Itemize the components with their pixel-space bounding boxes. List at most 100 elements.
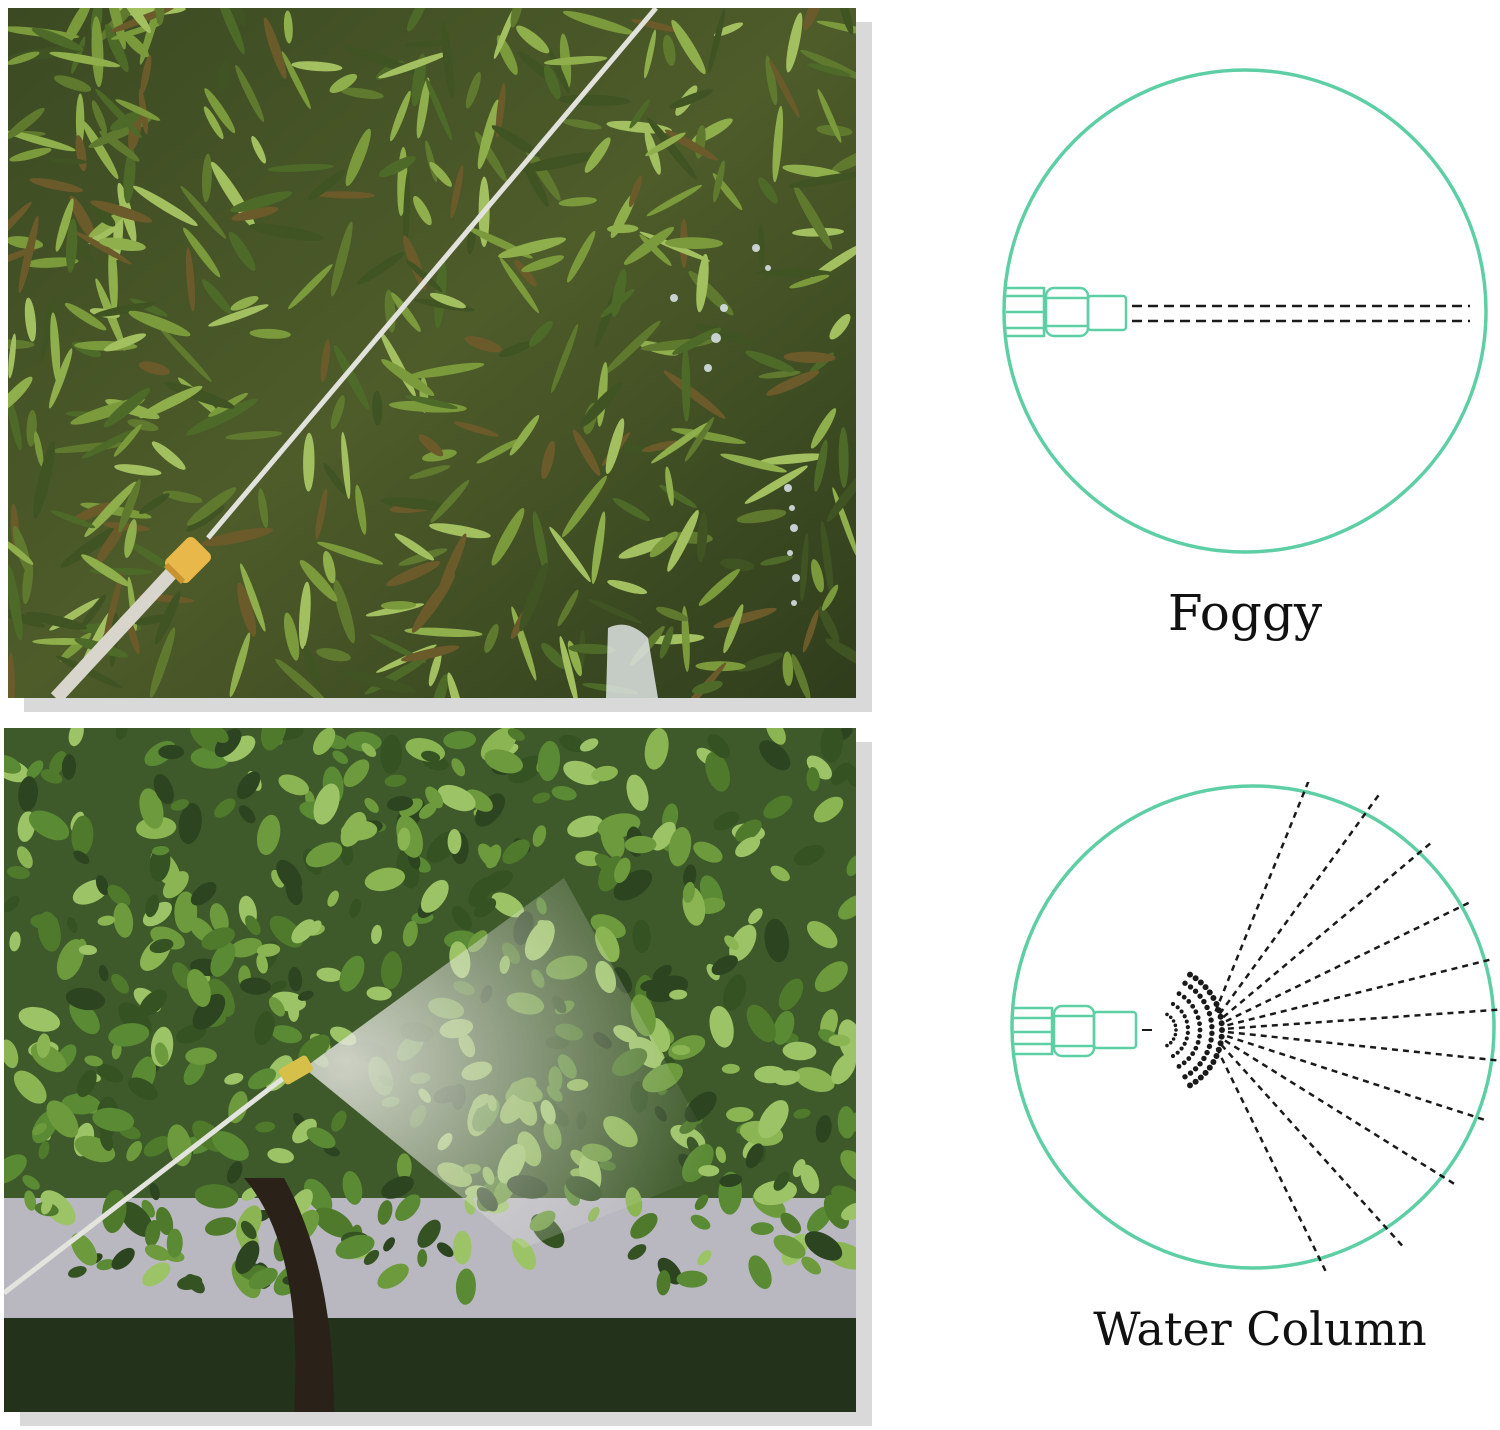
bamboo-leaf — [380, 497, 450, 511]
fan-ray — [1214, 760, 1318, 1012]
bamboo-leaf — [329, 73, 358, 93]
tree-leaf — [626, 774, 649, 811]
bamboo-leaf — [403, 170, 411, 249]
bamboo-leaf — [113, 424, 142, 457]
bamboo-scene — [8, 8, 856, 698]
bamboo-leaf — [240, 563, 266, 632]
bamboo-leaf — [155, 8, 165, 26]
bamboo-leaf — [127, 541, 178, 574]
tree-leaf — [76, 1069, 97, 1098]
bamboo-leaf — [416, 77, 430, 139]
bamboo-leaf — [400, 645, 460, 662]
bamboo-leaf — [477, 99, 500, 170]
tree-leaf — [235, 1240, 260, 1274]
tree-leaf — [417, 1249, 428, 1267]
tree-leaf — [205, 728, 229, 744]
bamboo-leaf — [71, 502, 112, 524]
bamboo-leaf — [378, 156, 416, 178]
bamboo-leaf — [127, 419, 159, 432]
tree-leaf — [383, 1237, 396, 1252]
bamboo-leaf — [541, 440, 556, 480]
spray-dot — [1197, 1027, 1203, 1033]
spray-arc-dots — [1165, 971, 1225, 1089]
tree-leaf — [61, 754, 77, 780]
spray-dot — [1202, 1069, 1209, 1076]
bamboo-leaf — [782, 164, 843, 179]
tree-leaf — [214, 798, 236, 818]
tree-leaf — [668, 827, 692, 867]
tree-leaf — [292, 1118, 317, 1144]
bamboo-leaf — [315, 488, 328, 540]
bamboo-leaf — [208, 304, 269, 327]
tree-leaf — [71, 815, 94, 856]
tree-leaf — [748, 908, 763, 925]
tree-leaf — [773, 1171, 790, 1191]
tree-leaf — [395, 1194, 421, 1222]
spray-dot — [1192, 975, 1199, 982]
tree-leaf — [288, 1001, 300, 1022]
tree-leaf — [384, 774, 407, 787]
bamboo-leaf — [81, 429, 136, 459]
tree-leaf — [238, 805, 256, 824]
bamboo-leaf — [499, 257, 539, 314]
tree-leaf — [396, 1153, 412, 1181]
tree-leaf — [248, 1267, 278, 1290]
wand-handle — [50, 561, 184, 698]
tree-leaf — [314, 1207, 354, 1238]
tree-leaf — [793, 1108, 811, 1119]
bamboo-leaf — [201, 527, 274, 547]
bamboo-leaf — [29, 178, 84, 193]
spray-dot — [1171, 1037, 1176, 1041]
tree-leaf — [764, 918, 790, 963]
bamboo-leaf — [215, 8, 245, 55]
bamboo-leaf — [789, 274, 830, 289]
tree-leaf — [627, 1244, 647, 1260]
bamboo-leaf — [736, 652, 784, 672]
nozzle-yellow — [163, 537, 211, 585]
tree-leaf — [484, 749, 523, 774]
bamboo-leaf — [75, 93, 85, 148]
spray-dot — [1175, 1050, 1180, 1055]
bamboo-leaf — [551, 323, 579, 393]
fan-ray — [1222, 842, 1431, 1019]
water-column-mode-diagram — [1008, 760, 1498, 1292]
spray-dot — [1170, 1053, 1176, 1059]
tree-leaf — [651, 821, 676, 851]
bamboo-leaf — [72, 237, 95, 265]
bamboo-leaf — [649, 531, 678, 558]
bamboo-leaf — [149, 627, 176, 698]
bamboo-leaf — [333, 345, 370, 411]
tree-leaf — [397, 827, 411, 851]
bamboo-leaf — [765, 55, 778, 106]
tree-leaf — [377, 1263, 409, 1289]
bamboo-leaf — [429, 292, 467, 309]
bamboo-leaf — [140, 54, 152, 94]
tree-leaf — [477, 843, 498, 868]
bamboo-leaf — [671, 19, 706, 75]
bamboo-leaf — [549, 526, 591, 583]
bamboo-leaf — [418, 434, 444, 457]
tree-leaf — [371, 924, 382, 945]
spray-dot — [1181, 1060, 1187, 1066]
tree-leaf — [750, 1222, 774, 1235]
tree-leaf — [190, 728, 222, 752]
bamboo-leaf — [84, 481, 137, 538]
spray-dot — [1190, 1003, 1196, 1009]
bamboo-leaf — [8, 376, 33, 413]
bamboo-leaf — [74, 231, 132, 265]
tree-leaf — [437, 784, 476, 812]
tree-leaf — [154, 1042, 169, 1066]
spray-dot — [1209, 1030, 1215, 1037]
bamboo-leaf — [228, 231, 256, 271]
bamboo-leaf — [8, 564, 23, 641]
bamboo-leaf — [708, 8, 726, 74]
bamboo-leaf — [772, 105, 784, 183]
spray-mist — [304, 878, 724, 1248]
tree-leaf — [177, 1275, 203, 1291]
bamboo-leaf — [495, 83, 506, 138]
bamboo-leaf — [386, 561, 441, 587]
tree-leaf — [806, 767, 820, 792]
tree-leaf — [306, 1127, 336, 1149]
bamboo-leaf — [561, 475, 608, 538]
bamboo-leaf — [163, 381, 235, 409]
